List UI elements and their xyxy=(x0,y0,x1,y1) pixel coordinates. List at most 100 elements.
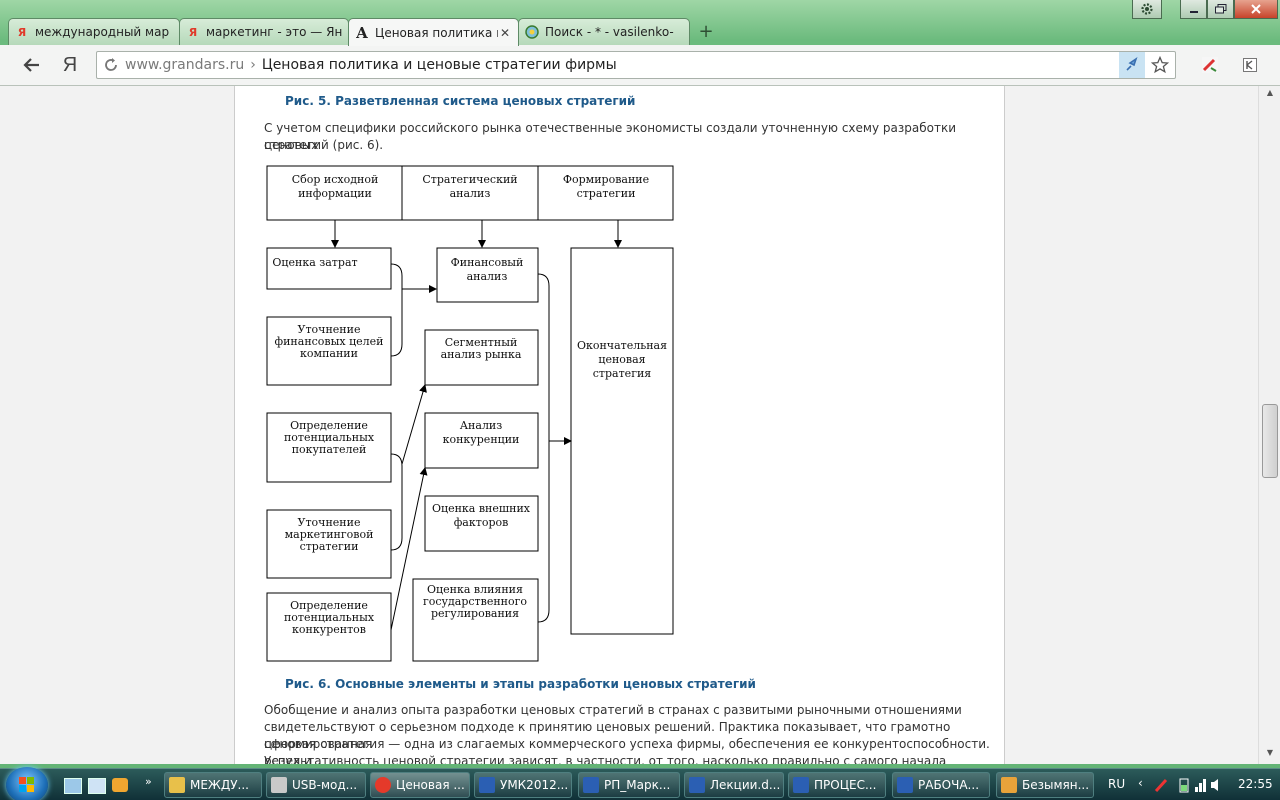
address-path: Ценовая политика и ценовые стратегии фир… xyxy=(261,57,617,73)
yandex-icon: Я xyxy=(17,25,27,39)
left-4-line-1: Уточнение xyxy=(298,516,361,529)
left-3-line-1: Определение xyxy=(290,419,368,432)
browser-toolbar: Я www.grandars.ru › Ценовая политика и ц… xyxy=(0,45,1280,86)
quicklaunch-media-icon[interactable] xyxy=(112,778,128,792)
header-1-line-2: информации xyxy=(298,187,372,200)
quicklaunch-explorer-icon[interactable] xyxy=(88,778,106,794)
minimize-icon xyxy=(1189,11,1198,13)
left-3-line-3: покупателей xyxy=(292,443,367,456)
clock[interactable]: 22:55 xyxy=(1238,777,1273,791)
settings-gear-button[interactable] xyxy=(1132,0,1162,19)
taskbar-item-umk[interactable]: УМК2012... xyxy=(474,772,572,798)
right-column: Окончательная ценовая стратегия xyxy=(570,247,674,635)
word-icon xyxy=(897,777,913,793)
rocket-icon xyxy=(1126,57,1138,71)
tab-poisk[interactable]: Поиск - * - vasilenko- xyxy=(518,18,690,45)
tab-title: международный мар xyxy=(35,25,170,39)
reload-icon[interactable] xyxy=(103,57,119,73)
quicklaunch-more-icon[interactable]: » xyxy=(145,775,152,788)
yandex-home-button[interactable]: Я xyxy=(58,53,82,77)
box-financial-analysis xyxy=(436,247,539,303)
network-icon[interactable] xyxy=(1194,777,1208,793)
yandex-bar-button[interactable] xyxy=(1119,52,1145,78)
vertical-scrollbar[interactable]: ▲ ▼ xyxy=(1258,86,1280,764)
star-icon xyxy=(1151,56,1169,74)
close-window-button[interactable] xyxy=(1234,0,1278,19)
address-bar[interactable]: www.grandars.ru › Ценовая политика и цен… xyxy=(96,51,1176,79)
intro-line-2: стратегий (рис. 6). xyxy=(264,138,384,152)
scroll-thumb[interactable] xyxy=(1262,404,1278,478)
mid-2-line-1: Сегментный xyxy=(445,336,518,349)
address-separator: › xyxy=(250,57,256,73)
mid-5-line-1: Оценка влияния xyxy=(427,583,523,596)
mid-4-line-1: Оценка внешних xyxy=(432,502,531,515)
left-2-line-2: финансовых целей xyxy=(274,335,383,348)
quicklaunch-desktop-icon[interactable] xyxy=(64,778,82,794)
windows-taskbar: » МЕЖДУ... USB-мод... Ценовая ... УМК201… xyxy=(0,767,1280,800)
yandex-icon: Я xyxy=(188,25,198,39)
pricing-strategy-diagram: Сбор исходной информации Стратегический … xyxy=(266,165,674,662)
taskbar-item-process[interactable]: ПРОЦЕС... xyxy=(788,772,886,798)
mid-5-line-3: регулирования xyxy=(431,607,519,620)
tab-mezhdunarodny[interactable]: Я международный мар xyxy=(8,18,180,45)
header-2-line-1: Стратегический xyxy=(422,173,517,186)
taskbar-item-rabochaya[interactable]: РАБОЧА... xyxy=(892,772,990,798)
taskbar-label: Ценовая ... xyxy=(396,778,465,792)
kaspersky-button[interactable] xyxy=(1198,53,1222,77)
taskbar-label: USB-мод... xyxy=(292,778,358,792)
yandex-browser-icon xyxy=(375,777,391,793)
tray-expand-icon[interactable]: ‹ xyxy=(1138,776,1143,790)
left-5-line-2: потенциальных xyxy=(284,611,375,624)
tab-marketing[interactable]: Я маркетинг - это — Ян xyxy=(179,18,349,45)
word-icon xyxy=(793,777,809,793)
mid-3-line-1: Анализ xyxy=(460,419,503,432)
scroll-up-icon[interactable]: ▲ xyxy=(1266,88,1274,97)
start-button[interactable] xyxy=(6,767,48,800)
header-3-line-2: стратегии xyxy=(577,187,636,200)
body-line-1: Обобщение и анализ опыта разработки цено… xyxy=(264,703,962,717)
taskbar-label: МЕЖДУ... xyxy=(190,778,249,792)
box-state-regulation xyxy=(412,578,539,662)
box-external-factors xyxy=(424,495,539,552)
gear-icon xyxy=(1141,3,1153,15)
close-tab-icon[interactable]: ✕ xyxy=(499,25,511,40)
box-marketing-strategy xyxy=(266,509,392,579)
battery-icon[interactable] xyxy=(1178,777,1190,793)
word-icon xyxy=(583,777,599,793)
restore-icon xyxy=(1214,4,1226,14)
taskbar-item-mezhdu[interactable]: МЕЖДУ... xyxy=(164,772,262,798)
left-1-line-1: Оценка затрат xyxy=(272,256,357,269)
left-4-line-3: стратегии xyxy=(300,540,359,553)
tab-cenovaya-politika[interactable]: A Ценовая политика и ц ✕ xyxy=(348,18,519,46)
mid-3-line-2: конкуренции xyxy=(443,433,520,446)
new-tab-button[interactable]: + xyxy=(698,21,714,42)
browser-menu-button[interactable] xyxy=(1238,53,1262,77)
taskbar-item-usb[interactable]: USB-мод... xyxy=(266,772,366,798)
bookmark-star-button[interactable] xyxy=(1145,56,1175,74)
body-line-2: свидетельствуют о серьезном подходе к пр… xyxy=(264,720,951,751)
box-final-strategy xyxy=(570,247,674,635)
header-2-line-2: анализ xyxy=(450,187,491,200)
address-host: www.grandars.ru xyxy=(125,57,245,73)
maximize-button[interactable] xyxy=(1207,0,1234,19)
yandex-logo-icon: Я xyxy=(62,53,78,76)
connectors xyxy=(390,263,572,631)
taskbar-label: Безымян... xyxy=(1022,778,1090,792)
minimize-button[interactable] xyxy=(1180,0,1207,19)
kaspersky-icon xyxy=(1202,57,1218,73)
taskbar-label: РАБОЧА... xyxy=(918,778,980,792)
scroll-down-icon[interactable]: ▼ xyxy=(1266,748,1274,757)
figure5-caption: Рис. 5. Разветвленная система ценовых ст… xyxy=(285,94,636,108)
left-column: Оценка затрат Уточнение финансовых целей… xyxy=(266,247,392,662)
language-indicator[interactable]: RU xyxy=(1108,777,1126,791)
taskbar-item-paint[interactable]: Безымян... xyxy=(996,772,1094,798)
menu-icon xyxy=(1243,58,1257,72)
kaspersky-tray-icon[interactable] xyxy=(1154,777,1170,793)
right-line-3: стратегия xyxy=(593,367,652,380)
taskbar-item-rp[interactable]: РП_Марк... xyxy=(578,772,680,798)
taskbar-item-browser[interactable]: Ценовая ... xyxy=(370,772,470,798)
back-button[interactable] xyxy=(20,53,44,77)
taskbar-item-lekcii[interactable]: Лекции.d... xyxy=(684,772,784,798)
left-4-line-2: маркетинговой xyxy=(285,528,374,541)
volume-icon[interactable] xyxy=(1210,777,1224,793)
